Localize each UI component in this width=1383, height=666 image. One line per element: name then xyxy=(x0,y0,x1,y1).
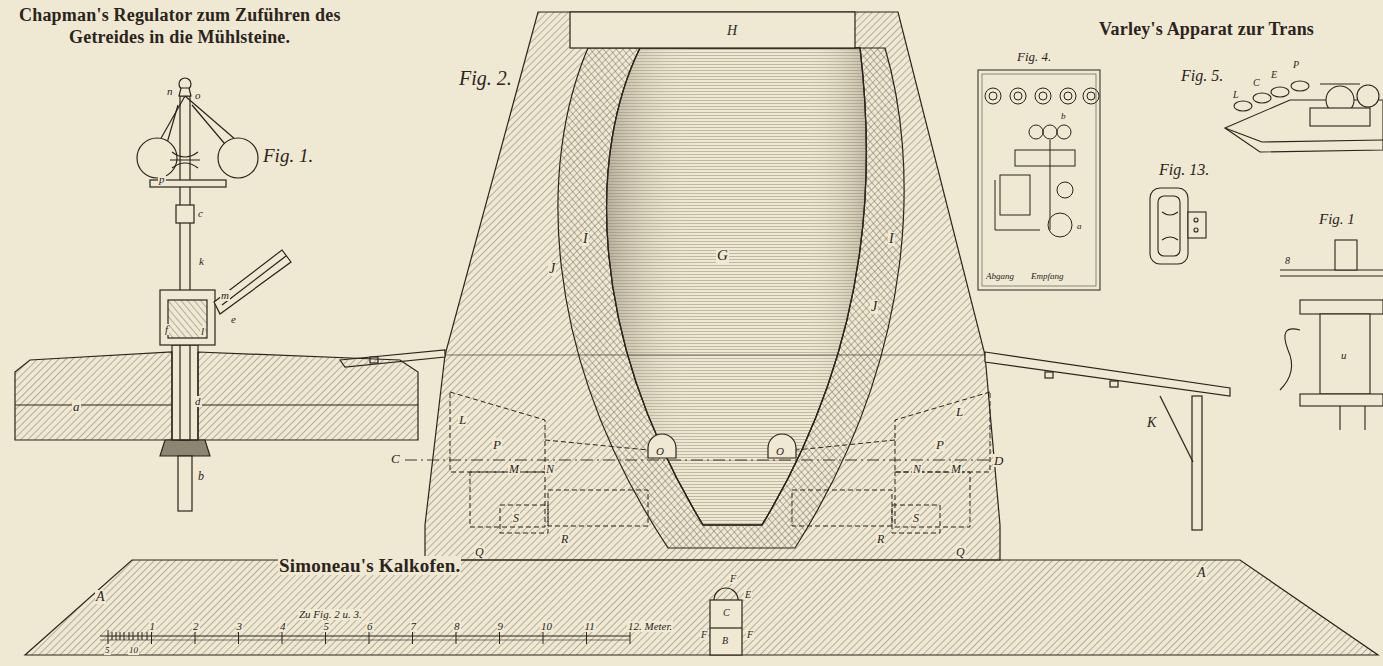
part-letter: S xyxy=(512,512,520,524)
figure-number: Fig. 13. xyxy=(1158,162,1210,178)
part-letter: b xyxy=(197,470,205,482)
part-letter: L xyxy=(1232,90,1240,100)
part-letter: P xyxy=(935,438,945,451)
part-letter: n xyxy=(166,86,174,97)
part-letter: J xyxy=(870,300,878,314)
plate-heading: Varley's Apparat zur Trans xyxy=(1098,20,1315,38)
part-letter: B xyxy=(721,636,729,646)
part-letter: I xyxy=(888,232,895,246)
part-letter: R xyxy=(876,533,885,545)
part-letter: d xyxy=(194,396,202,407)
lime-kiln xyxy=(25,12,1378,655)
scale-number: 1 xyxy=(149,621,157,632)
part-letter: p xyxy=(158,174,166,185)
scale-number: 2 xyxy=(192,621,200,632)
part-letter: o xyxy=(194,90,202,101)
part-letter: Q xyxy=(955,546,966,558)
grain-regulator xyxy=(15,78,418,511)
part-letter: m xyxy=(220,290,230,301)
part-letter: u xyxy=(1340,350,1348,361)
part-letter: M xyxy=(950,463,962,475)
part-letter: O xyxy=(775,446,785,457)
part-letter: 8 xyxy=(1284,256,1291,266)
scale-number: 12. Meter. xyxy=(627,621,673,632)
part-letter: l xyxy=(200,326,205,337)
legend-word: Abgang xyxy=(985,272,1015,281)
part-letter: R xyxy=(560,533,569,545)
legend-word: Empfang xyxy=(1030,272,1065,281)
part-letter: a xyxy=(72,400,81,413)
figure-number: Fig. 1 xyxy=(1318,212,1356,227)
instrument-section xyxy=(1280,240,1383,430)
scale-number: 5 xyxy=(323,621,331,632)
scale-number: 11 xyxy=(584,621,596,632)
plate-heading: Getreides in die Mühlsteine. xyxy=(68,28,291,46)
part-letter: G xyxy=(716,248,729,263)
section-line xyxy=(405,460,990,461)
part-letter: F xyxy=(746,630,754,640)
part-letter: F xyxy=(700,630,708,640)
part-letter: C xyxy=(722,608,731,618)
figure-number: Fig. 1. xyxy=(262,146,314,165)
part-letter: F xyxy=(729,574,737,584)
part-letter: H xyxy=(726,24,738,38)
scale-number: 8 xyxy=(453,621,461,632)
part-letter: J xyxy=(548,262,556,276)
part-letter: O xyxy=(655,446,665,457)
part-letter: M xyxy=(508,463,520,475)
relay-part xyxy=(1150,188,1206,264)
scale-number: 5 xyxy=(104,646,111,655)
part-letter: e xyxy=(230,314,237,325)
figure-number: Fig. 2. xyxy=(458,68,513,88)
figure-number: Fig. 5. xyxy=(1180,68,1224,84)
scale-number: 6 xyxy=(366,621,374,632)
telegraph-plan xyxy=(978,70,1100,290)
scale-number: 9 xyxy=(497,621,505,632)
part-letter: c xyxy=(197,208,204,219)
scale-number: 10 xyxy=(128,646,139,655)
scale-bar xyxy=(100,630,630,644)
plate-heading: Simoneau's Kalkofen. xyxy=(278,556,461,575)
part-letter: k xyxy=(198,256,205,267)
part-letter: Q xyxy=(474,546,485,558)
part-letter: C xyxy=(390,452,401,465)
part-letter: I xyxy=(582,232,589,246)
part-letter: C xyxy=(1252,78,1261,88)
part-letter: S xyxy=(912,512,920,524)
part-letter: K xyxy=(1146,416,1157,430)
part-letter: a xyxy=(1076,222,1083,231)
hidden-flues xyxy=(450,392,990,533)
scale-number: 4 xyxy=(279,621,287,632)
scale-number: 3 xyxy=(236,621,244,632)
scale-caption: Zu Fig. 2 u. 3. xyxy=(298,609,363,620)
scale-number: 7 xyxy=(410,621,418,632)
figure-number: Fig. 4. xyxy=(1016,50,1052,63)
part-letter: A xyxy=(1196,566,1207,580)
scale-number: 10 xyxy=(540,621,553,632)
part-letter: P xyxy=(1292,60,1300,70)
part-letter: E xyxy=(1270,70,1278,80)
part-letter: A xyxy=(95,590,106,604)
part-letter: b xyxy=(1060,112,1067,121)
part-letter: L xyxy=(955,405,964,418)
telegraph-apparatus xyxy=(1225,81,1383,152)
part-letter: L xyxy=(458,413,467,426)
part-letter: f xyxy=(164,324,169,335)
part-letter: D xyxy=(993,454,1004,467)
part-letter: N xyxy=(912,463,922,475)
part-letter: P xyxy=(492,438,502,451)
part-letter: E xyxy=(744,590,752,600)
part-letter: N xyxy=(545,463,555,475)
plate-heading: Chapman's Regulator zum Zuführen des xyxy=(18,6,342,24)
